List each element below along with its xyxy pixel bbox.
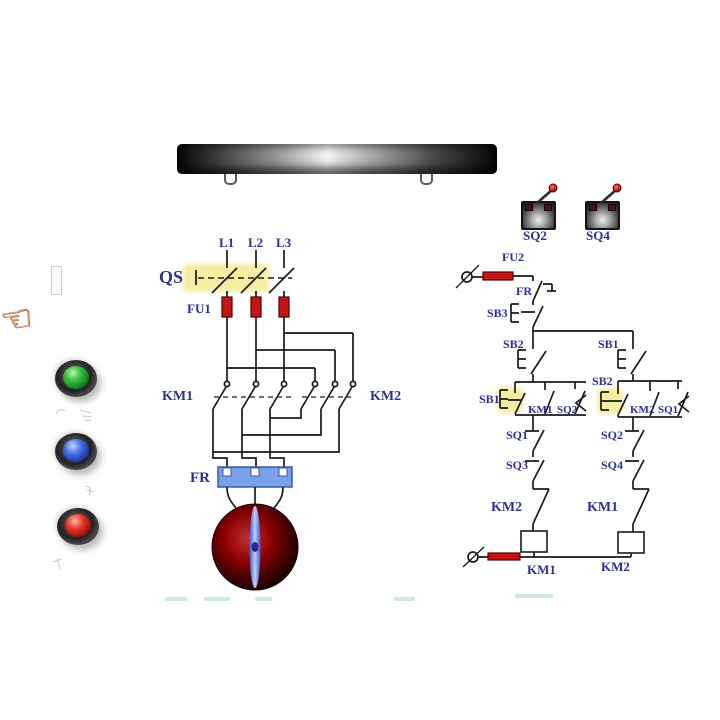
red-stop-button[interactable] — [57, 508, 99, 545]
label-sb3: SB3 — [487, 306, 508, 320]
terminal-icon — [525, 204, 533, 211]
label-km2-seal: KM2 — [630, 404, 655, 416]
sb3-stop-button[interactable] — [510, 303, 544, 331]
km2-interlock-contact — [532, 483, 550, 531]
blue-button-dome — [63, 439, 89, 462]
km2-crossback-wires — [213, 409, 340, 453]
beam-hook-left — [224, 172, 237, 185]
motor-leads — [226, 486, 284, 512]
right-series-chain — [617, 426, 650, 557]
label-km2-power: KM2 — [370, 389, 402, 404]
km1-outputs — [212, 409, 285, 467]
label-fu1: FU1 — [187, 301, 211, 316]
motor — [211, 503, 299, 591]
faint-mark — [255, 597, 272, 601]
blue-start-button[interactable] — [55, 433, 97, 470]
label-sq1-series: SQ1 — [506, 428, 529, 442]
km2-crossover-feeds — [227, 332, 354, 381]
label-sq4-series: SQ4 — [601, 458, 624, 472]
label-sq1-limit: SQ1 — [658, 404, 679, 416]
terminal-icon — [589, 204, 597, 211]
sb2-start-button[interactable] — [517, 349, 547, 382]
label-sq3-series: SQ3 — [506, 458, 529, 472]
label-km1-interlock: KM1 — [587, 500, 619, 515]
label-fr-power: FR — [190, 470, 210, 486]
green-start-button[interactable] — [55, 360, 97, 397]
faint-mark — [515, 594, 553, 598]
km1-interlock-contact — [632, 483, 650, 532]
conveyor-beam — [177, 144, 497, 174]
sq2-lever-ball — [548, 183, 558, 193]
label-sq2-series: SQ2 — [601, 428, 624, 442]
label-l1: L1 — [219, 235, 235, 250]
bottom-red-link — [487, 552, 521, 561]
supply-terminal-bottom — [462, 546, 485, 568]
faint-mark — [204, 597, 230, 601]
limit-switch-sq4-icon[interactable] — [585, 201, 620, 230]
terminal-icon — [544, 204, 552, 211]
sq4-lever-ball — [612, 183, 622, 193]
sq2-nc-contact[interactable] — [625, 426, 645, 457]
sq1-limit-contact[interactable] — [677, 381, 690, 417]
km2-coil — [617, 531, 645, 554]
fr-overload-relay — [217, 466, 293, 488]
beam-hook-right — [420, 172, 433, 185]
label-km2-interlock: KM2 — [491, 500, 523, 515]
label-sb2-start: SB2 — [503, 337, 524, 351]
label-km1-coil: KM1 — [527, 562, 556, 577]
label-km1-seal: KM1 — [528, 404, 553, 416]
label-sb1-nc: SB1 — [479, 392, 500, 406]
fr-nc-contact — [532, 280, 556, 305]
qs-highlight — [183, 264, 269, 292]
faint-mark — [165, 597, 187, 601]
label-fu2: FU2 — [502, 250, 524, 264]
sb1-start-button[interactable] — [617, 349, 647, 381]
terminal-icon — [608, 204, 616, 211]
km2-main-contacts — [300, 380, 357, 410]
limit-switch-sq2-icon[interactable] — [521, 201, 556, 230]
label-qs: QS — [159, 267, 184, 287]
label-fr-control: FR — [516, 284, 532, 298]
label-l3: L3 — [276, 235, 292, 250]
red-button-dome — [65, 514, 91, 537]
sb1-nc-highlight — [497, 387, 523, 413]
sb2-nc-highlight — [597, 388, 623, 414]
label-sq4-device: SQ4 — [586, 228, 610, 243]
supply-terminal-top — [455, 264, 480, 289]
phase-drops — [226, 317, 285, 381]
label-sb1-start: SB1 — [598, 337, 619, 351]
label-l2: L2 — [248, 235, 264, 250]
faint-mark — [394, 597, 415, 601]
fu2-fuse — [482, 271, 514, 281]
label-sq2-device: SQ2 — [523, 228, 547, 243]
fu1-fuses — [221, 296, 290, 318]
sq4-nc-contact[interactable] — [625, 459, 645, 483]
label-sb2-nc: SB2 — [592, 374, 613, 388]
fan-blade — [249, 506, 261, 588]
left-series-chain — [520, 426, 550, 557]
label-sq2-limit: SQ2 — [557, 404, 578, 416]
km1-main-contacts — [212, 380, 291, 410]
green-button-dome — [63, 366, 89, 389]
pointing-hand-icon: ☜ — [0, 296, 35, 343]
panel-slot — [51, 266, 62, 295]
label-km1-power: KM1 — [162, 389, 194, 404]
label-km2-coil: KM2 — [601, 559, 630, 574]
km1-coil — [520, 530, 548, 553]
